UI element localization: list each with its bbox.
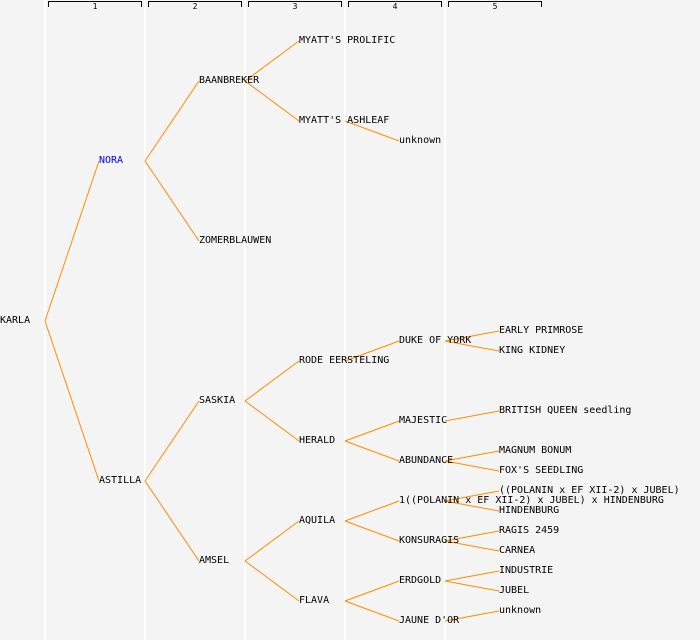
parent-link [444,460,500,472]
parent-link [444,330,500,342]
ancestor-node[interactable]: AQUILA [299,515,336,526]
ancestor-node[interactable]: AMSEL [199,555,230,566]
ancestor-node[interactable]: ZOMERBLAUWEN [199,235,272,246]
generation-bracket [248,1,342,7]
ancestor-node[interactable]: RODE EERSTELING [299,355,390,366]
parent-link [344,500,400,522]
parent-link [444,530,500,542]
ancestor-node[interactable]: MAJESTIC [399,415,448,426]
parent-link [444,610,500,622]
ancestor-node[interactable]: FOX'S SEEDLING [499,465,584,476]
ancestor-node[interactable]: 1((POLANIN x EF XII-2) x JUBEL) x HINDEN… [399,495,664,506]
ancestor-node[interactable]: KONSURAGIS [399,535,460,546]
parent-link [244,400,300,442]
ancestor-node[interactable]: HERALD [299,435,336,446]
parent-link [144,480,200,562]
parent-link [144,400,200,482]
generation-number: 5 [492,2,498,11]
generation-bracket [348,1,442,7]
ancestor-node[interactable]: ERDGOLD [399,575,442,586]
root-node[interactable]: KARLA [0,315,31,326]
parent-link [244,80,300,122]
ancestor-node[interactable]: INDUSTRIE [499,565,554,576]
ancestor-node[interactable]: FLAVA [299,595,330,606]
generation-number: 2 [192,2,198,11]
ancestor-node[interactable]: NORA [99,155,124,166]
ancestor-node[interactable]: BAANBREKER [199,75,260,86]
column-divider [244,0,246,640]
generation-bracket [148,1,242,7]
parent-link [444,540,500,552]
ancestor-node[interactable]: RAGIS 2459 [499,525,560,536]
parent-link [444,500,500,512]
ancestor-node[interactable]: SASKIA [199,395,236,406]
ancestor-node[interactable]: MAGNUM BONUM [499,445,572,456]
ancestor-node[interactable]: unknown [399,135,442,146]
ancestor-node[interactable]: BRITISH QUEEN seedling [499,405,632,416]
parent-link [444,340,500,352]
parent-link [144,80,200,162]
generation-number: 1 [92,2,98,11]
column-divider [144,0,146,640]
column-divider [344,0,346,640]
parent-link [444,580,500,592]
parent-link [244,360,300,402]
ancestor-node[interactable]: HINDENBURG [499,505,560,516]
parent-link [444,570,500,582]
generation-number: 4 [392,2,398,11]
ancestor-node[interactable]: MYATT'S PROLIFIC [299,35,396,46]
parent-link [344,600,400,622]
ancestor-node[interactable]: ((POLANIN x EF XII-2) x JUBEL) [499,485,680,496]
parent-link [344,520,400,542]
parent-link [44,160,100,322]
parent-link [344,340,400,362]
ancestor-node[interactable]: unknown [499,605,542,616]
ancestor-node[interactable]: MYATT'S ASHLEAF [299,115,390,126]
parent-link [244,560,300,602]
parent-link [244,520,300,562]
parent-link [244,40,300,82]
ancestor-node[interactable]: ASTILLA [99,475,142,486]
ancestor-node[interactable]: ABUNDANCE [399,455,454,466]
column-divider [444,0,446,640]
generation-bracket [448,1,542,7]
parent-link [444,410,500,422]
parent-link [44,320,100,482]
ancestor-node[interactable]: CARNEA [499,545,536,556]
parent-link [344,420,400,442]
ancestor-node[interactable]: JAUNE D'OR [399,615,460,626]
ancestor-node[interactable]: JUBEL [499,585,530,596]
parent-link [444,450,500,462]
parent-link [344,440,400,462]
generation-number: 3 [292,2,298,11]
generation-bracket [48,1,142,7]
parent-link [144,160,200,242]
parent-link [444,490,500,502]
ancestor-node[interactable]: DUKE OF YORK [399,335,472,346]
parent-link [344,580,400,602]
ancestor-node[interactable]: EARLY PRIMROSE [499,325,584,336]
parent-link [344,120,400,142]
ancestor-node[interactable]: KING KIDNEY [499,345,566,356]
